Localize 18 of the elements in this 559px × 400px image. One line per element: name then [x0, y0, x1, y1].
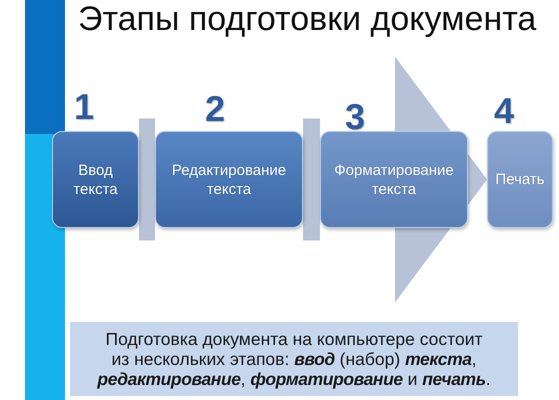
note-text: Подготовка документа на компьютере состоит из нескольких этапов: ввод (набор) текста, редактирование, форматирование и печать. — [96, 329, 492, 389]
step-number: 4 — [494, 93, 514, 129]
process-box — [52, 131, 139, 228]
stage-label: Печать — [495, 170, 545, 189]
block-arrow — [395, 56, 487, 302]
connector-band — [303, 118, 320, 240]
title: Этапы подготовки документа — [78, 0, 536, 38]
process-box — [320, 131, 468, 228]
process-box — [487, 131, 553, 228]
stage-label: Форматирование текста — [333, 160, 455, 198]
process-box — [155, 131, 303, 228]
stage-label: Редактирование текста — [170, 160, 288, 198]
connector-band — [139, 118, 155, 240]
step-number: 1 — [74, 89, 94, 125]
stage-label: Ввод текста — [72, 160, 119, 198]
step-number: 3 — [345, 99, 366, 135]
step-number: 2 — [205, 91, 226, 127]
note-box — [70, 322, 518, 396]
